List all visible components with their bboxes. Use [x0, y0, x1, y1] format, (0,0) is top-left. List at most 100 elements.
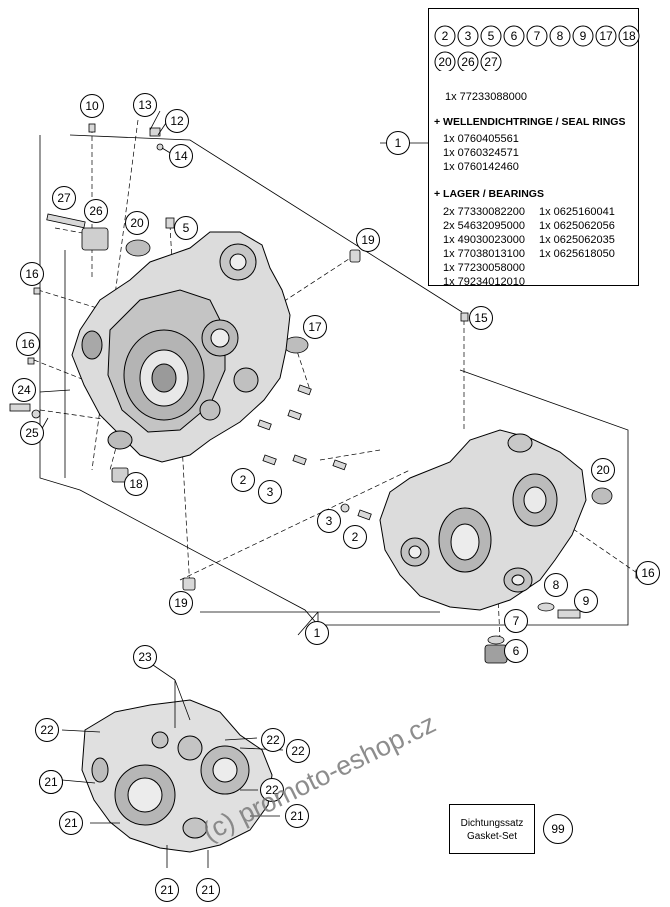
seal-heading: + WELLENDICHTRINGE / SEAL RINGS: [434, 116, 626, 128]
callout-26-number: 26: [89, 204, 103, 218]
badge: 7: [526, 25, 548, 47]
callout-24-ring: [12, 378, 36, 402]
badge-number: 27: [484, 55, 498, 69]
callout-6: 6: [504, 639, 528, 663]
callout-16-ring: [16, 332, 40, 356]
bearing-item: 1x 0625618050: [539, 248, 615, 260]
callout-27-number: 27: [57, 191, 71, 205]
badge-ring: [480, 25, 502, 47]
callout-24: 24: [12, 378, 36, 402]
bottom-leader-lines: [39, 110, 428, 868]
badge-ring: [457, 25, 479, 47]
left-crankcase-half: [71, 231, 291, 463]
callout-9-number: 9: [583, 594, 590, 608]
callout-17-number: 17: [308, 320, 322, 334]
callout-circles: 1122335678910121314151616161718191920202…: [12, 93, 660, 902]
callout-19-ring: [169, 591, 193, 615]
callout-26: 26: [84, 199, 108, 223]
callout-13-number: 13: [138, 98, 152, 112]
callout-20: 20: [125, 211, 149, 235]
callout-21-ring: [155, 878, 179, 902]
bearing-item: 1x 0625062035: [539, 234, 615, 246]
badge-ring: [457, 51, 479, 71]
callout-1: 1: [305, 621, 329, 645]
callout-25: 25: [20, 421, 44, 445]
callout-1-ring: [386, 131, 410, 155]
callout-3: 3: [258, 480, 282, 504]
callout-3: 3: [317, 509, 341, 533]
callout-8-ring: [544, 573, 568, 597]
callout-19-number: 19: [361, 233, 375, 247]
callout-19-number: 19: [174, 596, 188, 610]
bottom-crankcase-view: [81, 699, 273, 853]
callout-22: 22: [260, 778, 284, 802]
callout-16-ring: [636, 561, 660, 585]
badge: 6: [503, 25, 525, 47]
callout-10-number: 10: [85, 99, 99, 113]
callout-21-ring: [285, 804, 309, 828]
bearing-item: 2x 77330082200: [443, 206, 525, 218]
callout-1: 1: [386, 131, 410, 155]
badge-ring: [434, 25, 456, 47]
callout-8-number: 8: [553, 578, 560, 592]
callout-20-ring: [125, 211, 149, 235]
callout-22: 22: [261, 728, 285, 752]
callout-10-ring: [80, 94, 104, 118]
badge-number: 3: [465, 29, 472, 43]
badge: 27: [480, 51, 502, 71]
callout-7-ring: [504, 609, 528, 633]
badge-ring: [572, 25, 594, 47]
callout-2-number: 2: [240, 473, 247, 487]
callout-21-number: 21: [201, 883, 215, 897]
callout-21: 21: [59, 811, 83, 835]
callout-16-ring: [20, 262, 44, 286]
callout-21-number: 21: [44, 775, 58, 789]
badge-number: 2: [442, 29, 449, 43]
callout-21: 21: [155, 878, 179, 902]
badge: 2: [434, 25, 456, 47]
callout-15: 15: [469, 306, 493, 330]
callout-19: 19: [356, 228, 380, 252]
callout-7: 7: [504, 609, 528, 633]
badge-number: 8: [557, 29, 564, 43]
callout-2-number: 2: [352, 530, 359, 544]
callout-6-ring: [504, 639, 528, 663]
callout-21-ring: [39, 770, 63, 794]
callout-17: 17: [303, 315, 327, 339]
callout-1-ring: [305, 621, 329, 645]
right-crankcase-half: [379, 429, 587, 611]
callout-16: 16: [20, 262, 44, 286]
callout-2-ring: [343, 525, 367, 549]
callout-25-number: 25: [25, 426, 39, 440]
callout-13: 13: [133, 93, 157, 117]
callout-20-ring: [591, 458, 615, 482]
callout-19-ring: [356, 228, 380, 252]
callout-5-number: 5: [183, 221, 190, 235]
callout-17-ring: [303, 315, 327, 339]
callout-24-number: 24: [17, 383, 31, 397]
callout-22-ring: [35, 718, 59, 742]
callout-18-ring: [124, 472, 148, 496]
callout-22-ring: [286, 739, 310, 763]
badge-ring: [595, 25, 617, 47]
badge-number: 5: [488, 29, 495, 43]
bearing-item: 1x 0625160041: [539, 206, 615, 218]
callout-2-ring: [231, 468, 255, 492]
bearing-item: 1x 49030023000: [443, 234, 525, 246]
badge-ring: [434, 51, 456, 71]
callout-21: 21: [196, 878, 220, 902]
callout-18-number: 18: [129, 477, 143, 491]
badge: 5: [480, 25, 502, 47]
bearing-heading: + LAGER / BEARINGS: [434, 188, 544, 200]
badge-number: 6: [511, 29, 518, 43]
badge: 17: [595, 25, 617, 47]
badge-ring: [480, 51, 502, 71]
callout-23-ring: [133, 645, 157, 669]
gasket-label-de: Dichtungssatz: [460, 818, 524, 829]
callout-12: 12: [165, 109, 189, 133]
gasket-callout: 99: [543, 814, 573, 844]
bearing-item: 1x 79234012010: [443, 276, 525, 288]
callout-16: 16: [636, 561, 660, 585]
